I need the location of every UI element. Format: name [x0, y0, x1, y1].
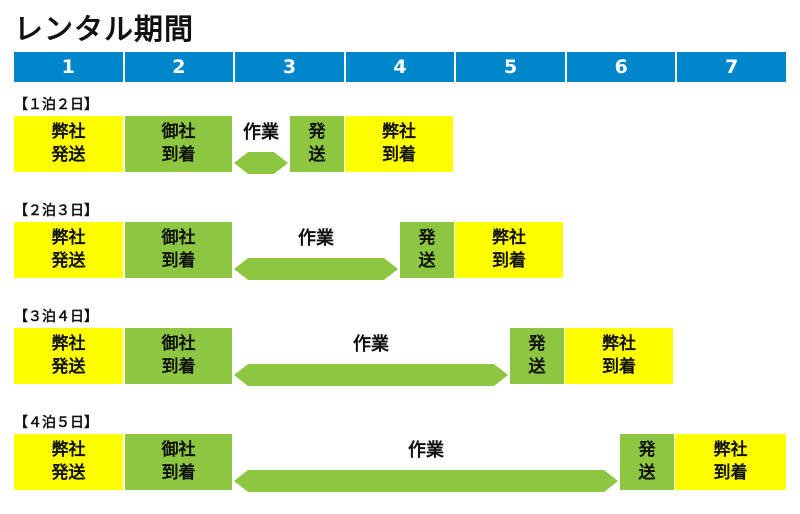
work-label: 作業 — [408, 440, 444, 461]
work-arrow — [234, 258, 398, 280]
our-arrive-block: 弊社 到着 — [455, 222, 563, 278]
ship-block: 発 送 — [620, 434, 674, 490]
day-2: 2 — [122, 52, 234, 82]
plan-1n2d: 【１泊２日】 弊社 発送 御社 到着 作業 発 送 弊社 到着 — [14, 94, 786, 194]
client-arrive-block: 御社 到着 — [125, 328, 232, 384]
work-label: 作業 — [353, 334, 389, 355]
our-send-block: 弊社 発送 — [14, 434, 123, 490]
day-header: 1 2 3 4 5 6 7 — [14, 52, 786, 82]
work-arrow — [234, 364, 508, 386]
our-arrive-block: 弊社 到着 — [345, 116, 453, 172]
work-label: 作業 — [298, 228, 334, 249]
plan-label: 【３泊４日】 — [14, 309, 98, 325]
day-4: 4 — [343, 52, 455, 82]
day-6: 6 — [564, 52, 676, 82]
plan-2n3d: 【２泊３日】 弊社 発送 御社 到着 作業 発 送 弊社 到着 — [14, 200, 786, 300]
client-arrive-block: 御社 到着 — [125, 116, 232, 172]
day-3: 3 — [233, 52, 344, 82]
client-arrive-block: 御社 到着 — [125, 222, 232, 278]
plan-label: 【４泊５日】 — [14, 415, 98, 431]
day-7: 7 — [675, 52, 786, 82]
page-title: レンタル期間 — [14, 12, 195, 46]
day-5: 5 — [454, 52, 565, 82]
our-send-block: 弊社 発送 — [14, 328, 123, 384]
work-arrow — [234, 152, 288, 174]
day-1: 1 — [61, 56, 75, 78]
work-label: 作業 — [243, 122, 279, 143]
ship-block: 発 送 — [290, 116, 344, 172]
our-arrive-block: 弊社 到着 — [565, 328, 673, 384]
plan-label: 【２泊３日】 — [14, 203, 98, 219]
plan-3n4d: 【３泊４日】 弊社 発送 御社 到着 作業 発 送 弊社 到着 — [14, 306, 786, 406]
ship-block: 発 送 — [400, 222, 454, 278]
our-arrive-block: 弊社 到着 — [675, 434, 786, 490]
our-send-block: 弊社 発送 — [14, 222, 123, 278]
plan-4n5d: 【４泊５日】 弊社 発送 御社 到着 作業 発 送 弊社 到着 — [14, 412, 786, 512]
plan-label: 【１泊２日】 — [14, 97, 98, 113]
client-arrive-block: 御社 到着 — [125, 434, 232, 490]
our-send-block: 弊社 発送 — [14, 116, 123, 172]
ship-block: 発 送 — [510, 328, 564, 384]
work-arrow — [234, 470, 618, 492]
